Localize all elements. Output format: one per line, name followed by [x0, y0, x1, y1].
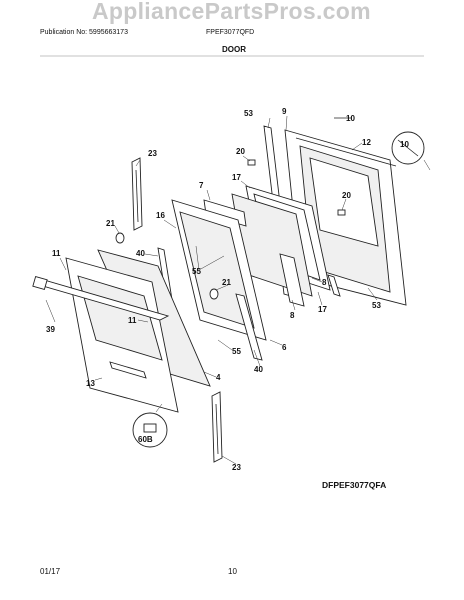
callout-55-lower: 55	[232, 347, 241, 356]
callout-16: 16	[156, 211, 165, 220]
hinge-clip-right	[337, 209, 346, 216]
callout-39: 39	[46, 325, 55, 334]
callout-4: 4	[216, 373, 221, 382]
callout-11-left: 11	[52, 249, 61, 258]
callout-17-lower: 17	[318, 305, 327, 314]
glass-retainer-right	[235, 293, 263, 361]
callout-53-lower: 53	[372, 301, 381, 310]
footer-date: 01/17	[40, 567, 61, 576]
callout-12: 12	[362, 138, 371, 147]
screw-60b-detail	[132, 403, 168, 448]
door-hinge-upper	[131, 157, 143, 231]
model-number: FPEF3077QFD	[206, 29, 255, 36]
footer-page-number: 10	[228, 567, 237, 576]
callout-60b: 60B	[138, 435, 153, 444]
hinge-clip-upper	[247, 159, 256, 166]
door-handle	[32, 275, 170, 321]
screw-detail-callout	[391, 131, 431, 171]
callout-8-lower: 8	[290, 311, 295, 320]
callout-8-right: 8	[322, 278, 327, 287]
callout-23-lower: 23	[232, 463, 241, 472]
section-title: DOOR	[222, 45, 246, 54]
glass-clip-left	[115, 232, 125, 244]
door-side-strip-lower	[327, 274, 341, 297]
callout-6: 6	[282, 343, 287, 352]
callout-20-right: 20	[342, 191, 351, 200]
door-hinge-lower	[211, 391, 223, 463]
publication-number: Publication No: 5995663173	[40, 29, 128, 36]
callout-7: 7	[199, 181, 204, 190]
callout-53-upper: 53	[244, 109, 253, 118]
callout-labels: 53 9 10 12 10 23 20 17 7 20 16 21 40 11 …	[46, 107, 409, 472]
callout-40-right: 40	[254, 365, 263, 374]
callout-9: 9	[282, 107, 287, 116]
glass-clip-center	[209, 288, 219, 300]
outer-door-panel	[65, 257, 179, 413]
callout-10-screw: 10	[346, 114, 355, 123]
callout-20-upper: 20	[236, 147, 245, 156]
callout-11-center: 11	[128, 316, 137, 325]
callout-13: 13	[86, 379, 95, 388]
callout-23-upper: 23	[148, 149, 157, 158]
callout-17-upper: 17	[232, 173, 241, 182]
watermark: AppliancePartsPros.com	[92, 0, 371, 24]
callout-10-detail: 10	[400, 140, 409, 149]
callout-21-left: 21	[106, 219, 115, 228]
callout-21-center: 21	[222, 278, 231, 287]
callout-leaders	[45, 115, 378, 465]
callout-55-upper: 55	[192, 267, 201, 276]
callout-40-left: 40	[136, 249, 145, 258]
diagram-code: DFPEF3077QFA	[322, 480, 387, 490]
